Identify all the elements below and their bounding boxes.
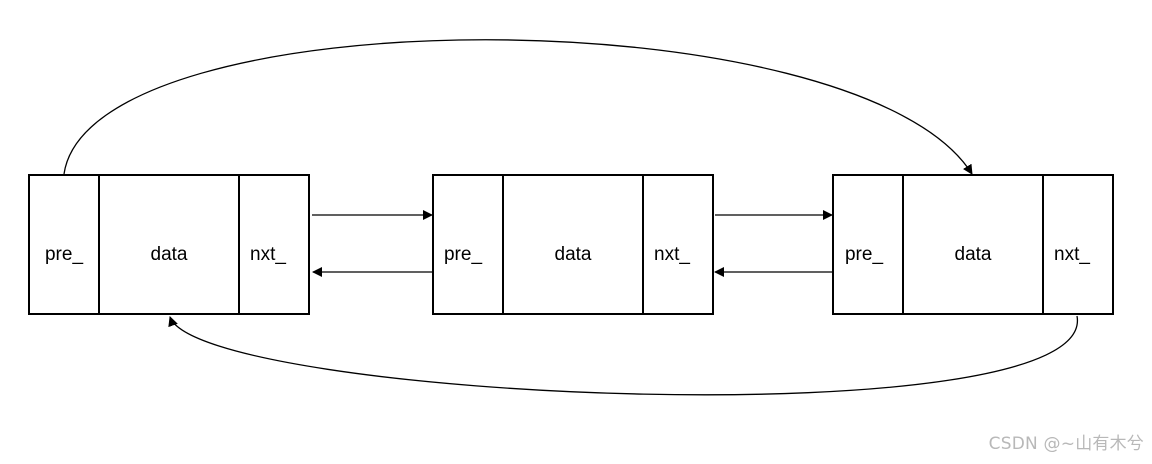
node-2-data-label: data (555, 244, 592, 265)
node-1-pre-label: pre_ (45, 244, 83, 265)
node-3-pre-label: pre_ (845, 244, 883, 265)
list-node-3: pre_ data nxt_ (832, 174, 1114, 315)
node-2-box (432, 174, 714, 315)
csdn-watermark: CSDN @~山有木兮 (988, 434, 1144, 454)
node-1-data-label: data (151, 244, 188, 265)
node-3-data-label: data (955, 244, 992, 265)
list-node-1: pre_ data nxt_ (28, 174, 310, 315)
node-3-nxt-label: nxt_ (1054, 244, 1090, 265)
node-2-nxt-label: nxt_ (654, 244, 690, 265)
list-node-2: pre_ data nxt_ (432, 174, 714, 315)
node-1-pre-to-node-3-wrap-arrow (63, 39, 973, 175)
node-1-box (28, 174, 310, 315)
node-1-nxt-label: nxt_ (250, 244, 286, 265)
node-3-box (832, 174, 1114, 315)
node-2-pre-label: pre_ (444, 244, 482, 265)
node-3-nxt-to-node-1-wrap-arrow (168, 315, 1078, 396)
